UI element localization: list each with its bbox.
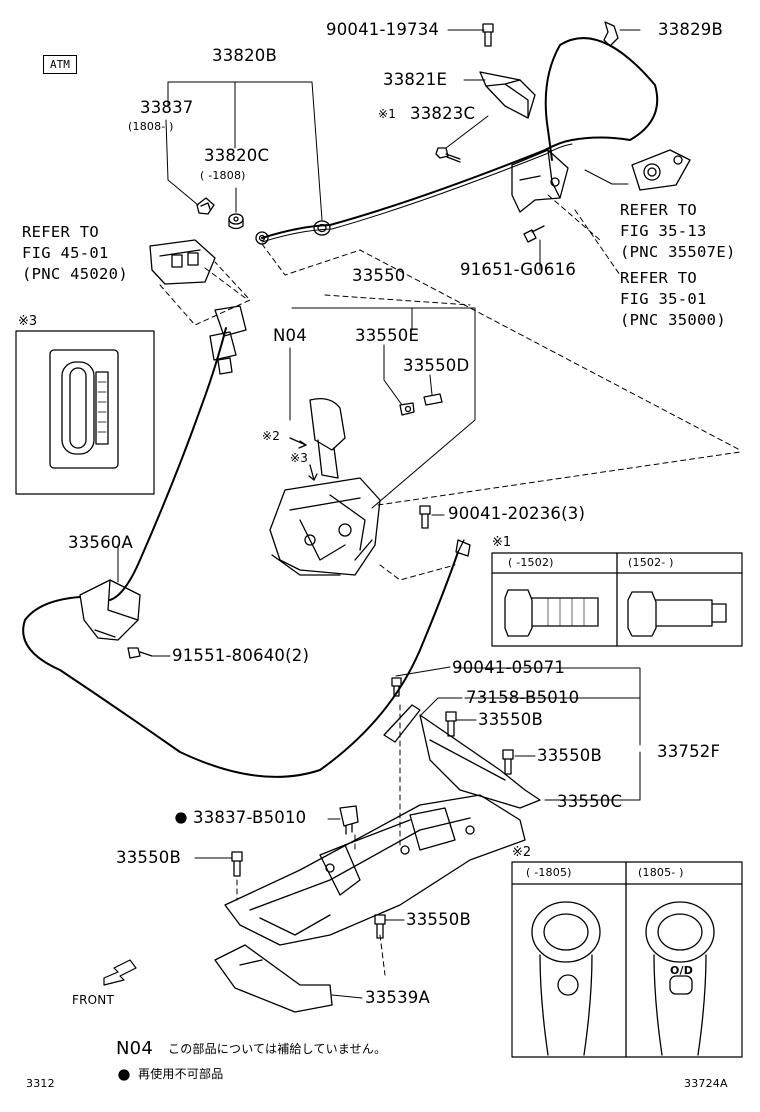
- inset-1-col2: (1502- ): [628, 556, 674, 569]
- note-mark-1: ※1: [378, 107, 397, 121]
- range-33837: (1808- ): [128, 120, 174, 133]
- label-73158-B5010[interactable]: 73158-B5010: [466, 688, 580, 707]
- label-90041-19734[interactable]: 90041-19734: [326, 20, 440, 39]
- inset-3-mark: ※3: [18, 314, 38, 329]
- label-N04: N04: [273, 326, 307, 345]
- label-33752F[interactable]: 33752F: [657, 742, 721, 761]
- label-91651-G0616[interactable]: 91651-G0616: [460, 260, 577, 279]
- label-33550B-lower[interactable]: 33550B: [406, 910, 472, 929]
- dashed-guide-lines: [159, 194, 741, 976]
- legend-dot-icon: [118, 1069, 130, 1081]
- label-33837-B5010[interactable]: 33837-B5010: [193, 808, 307, 827]
- label-33820C[interactable]: 33820C: [204, 146, 270, 165]
- legend-dot-text: 再使用不可部品: [138, 1067, 224, 1081]
- refer-fig-35-13[interactable]: REFER TO FIG 35-13 (PNC 35507E): [620, 201, 736, 261]
- lower-plate-33752F: [383, 704, 541, 809]
- bolt-90041-20236: [419, 505, 431, 529]
- note-mark-3: ※3: [290, 451, 309, 465]
- retainer-33821E: [479, 71, 536, 119]
- pointer-arrows: [289, 437, 318, 481]
- refer-fig-35-01[interactable]: REFER TO FIG 35-01 (PNC 35000): [620, 269, 726, 329]
- refer-fig-45-01[interactable]: REFER TO FIG 45-01 (PNC 45020): [22, 223, 128, 283]
- shift-cable-upper: [255, 37, 659, 245]
- label-33550[interactable]: 33550: [352, 266, 406, 285]
- label-90041-20236[interactable]: 90041-20236(3): [448, 504, 586, 523]
- label-33550E[interactable]: 33550E: [355, 326, 420, 345]
- clip-33837-B5010: [339, 805, 359, 835]
- od-label: O/D: [670, 964, 694, 977]
- bushing-33820C: [228, 213, 244, 230]
- shift-cable-lower: [22, 327, 471, 778]
- harness-connector: [149, 239, 216, 285]
- base-plate: [224, 794, 526, 946]
- label-33823C[interactable]: 33823C: [410, 104, 476, 123]
- part-33550D: [423, 393, 443, 406]
- atm-badge: ATM: [43, 55, 77, 74]
- bushing-35507E: [631, 149, 691, 191]
- non-reusable-dot-icon: [175, 812, 187, 824]
- bracket-33560A: [79, 579, 141, 641]
- legend-n04-code: N04: [116, 1038, 153, 1059]
- cable-bracket: [511, 149, 569, 213]
- range-33820C: ( -1808): [200, 169, 246, 182]
- label-33550B-upper[interactable]: 33550B: [478, 710, 544, 729]
- inset-1-col1: ( -1502): [508, 556, 554, 569]
- footer-left-code: 3312: [26, 1077, 55, 1090]
- label-33550C[interactable]: 33550C: [557, 792, 623, 811]
- clip-33829B: [603, 21, 619, 47]
- inset-2: [511, 861, 743, 1058]
- bolt-33823C: [435, 147, 461, 163]
- bolt-90041-19734: [482, 23, 494, 47]
- label-33539A[interactable]: 33539A: [365, 988, 430, 1007]
- bolt-91551: [127, 647, 153, 659]
- label-33820B[interactable]: 33820B: [212, 46, 278, 65]
- part-33550E: [399, 402, 415, 416]
- inset-1-mark: ※1: [492, 535, 512, 550]
- note-mark-2: ※2: [262, 429, 281, 443]
- front-arrow-icon: [103, 959, 137, 986]
- leader-lines: [117, 29, 641, 999]
- label-33550B-right[interactable]: 33550B: [537, 746, 603, 765]
- label-91551-80640[interactable]: 91551-80640(2): [172, 646, 310, 665]
- cable-connector-upper: [209, 305, 247, 375]
- label-33829B[interactable]: 33829B: [658, 20, 724, 39]
- clip-33837: [196, 197, 215, 215]
- label-33550D[interactable]: 33550D: [403, 356, 470, 375]
- label-33560A[interactable]: 33560A: [68, 533, 133, 552]
- bolt-91651: [523, 225, 545, 243]
- shift-lever-assembly: [269, 397, 381, 576]
- label-33837[interactable]: 33837: [140, 98, 194, 117]
- footer-right-code: 33724A: [684, 1077, 728, 1090]
- label-33821E[interactable]: 33821E: [383, 70, 448, 89]
- label-90041-05071[interactable]: 90041-05071: [452, 658, 566, 677]
- inset-2-mark: ※2: [512, 845, 532, 860]
- label-33550B-left[interactable]: 33550B: [116, 848, 182, 867]
- inset-1: [491, 552, 743, 647]
- pad-33539A: [214, 944, 333, 1013]
- front-label: FRONT: [72, 993, 114, 1007]
- inset-3: [15, 330, 155, 495]
- legend-n04-text: この部品については補給していません。: [168, 1042, 387, 1056]
- inset-2-col2: (1805- ): [638, 866, 684, 879]
- inset-2-col1: ( -1805): [526, 866, 572, 879]
